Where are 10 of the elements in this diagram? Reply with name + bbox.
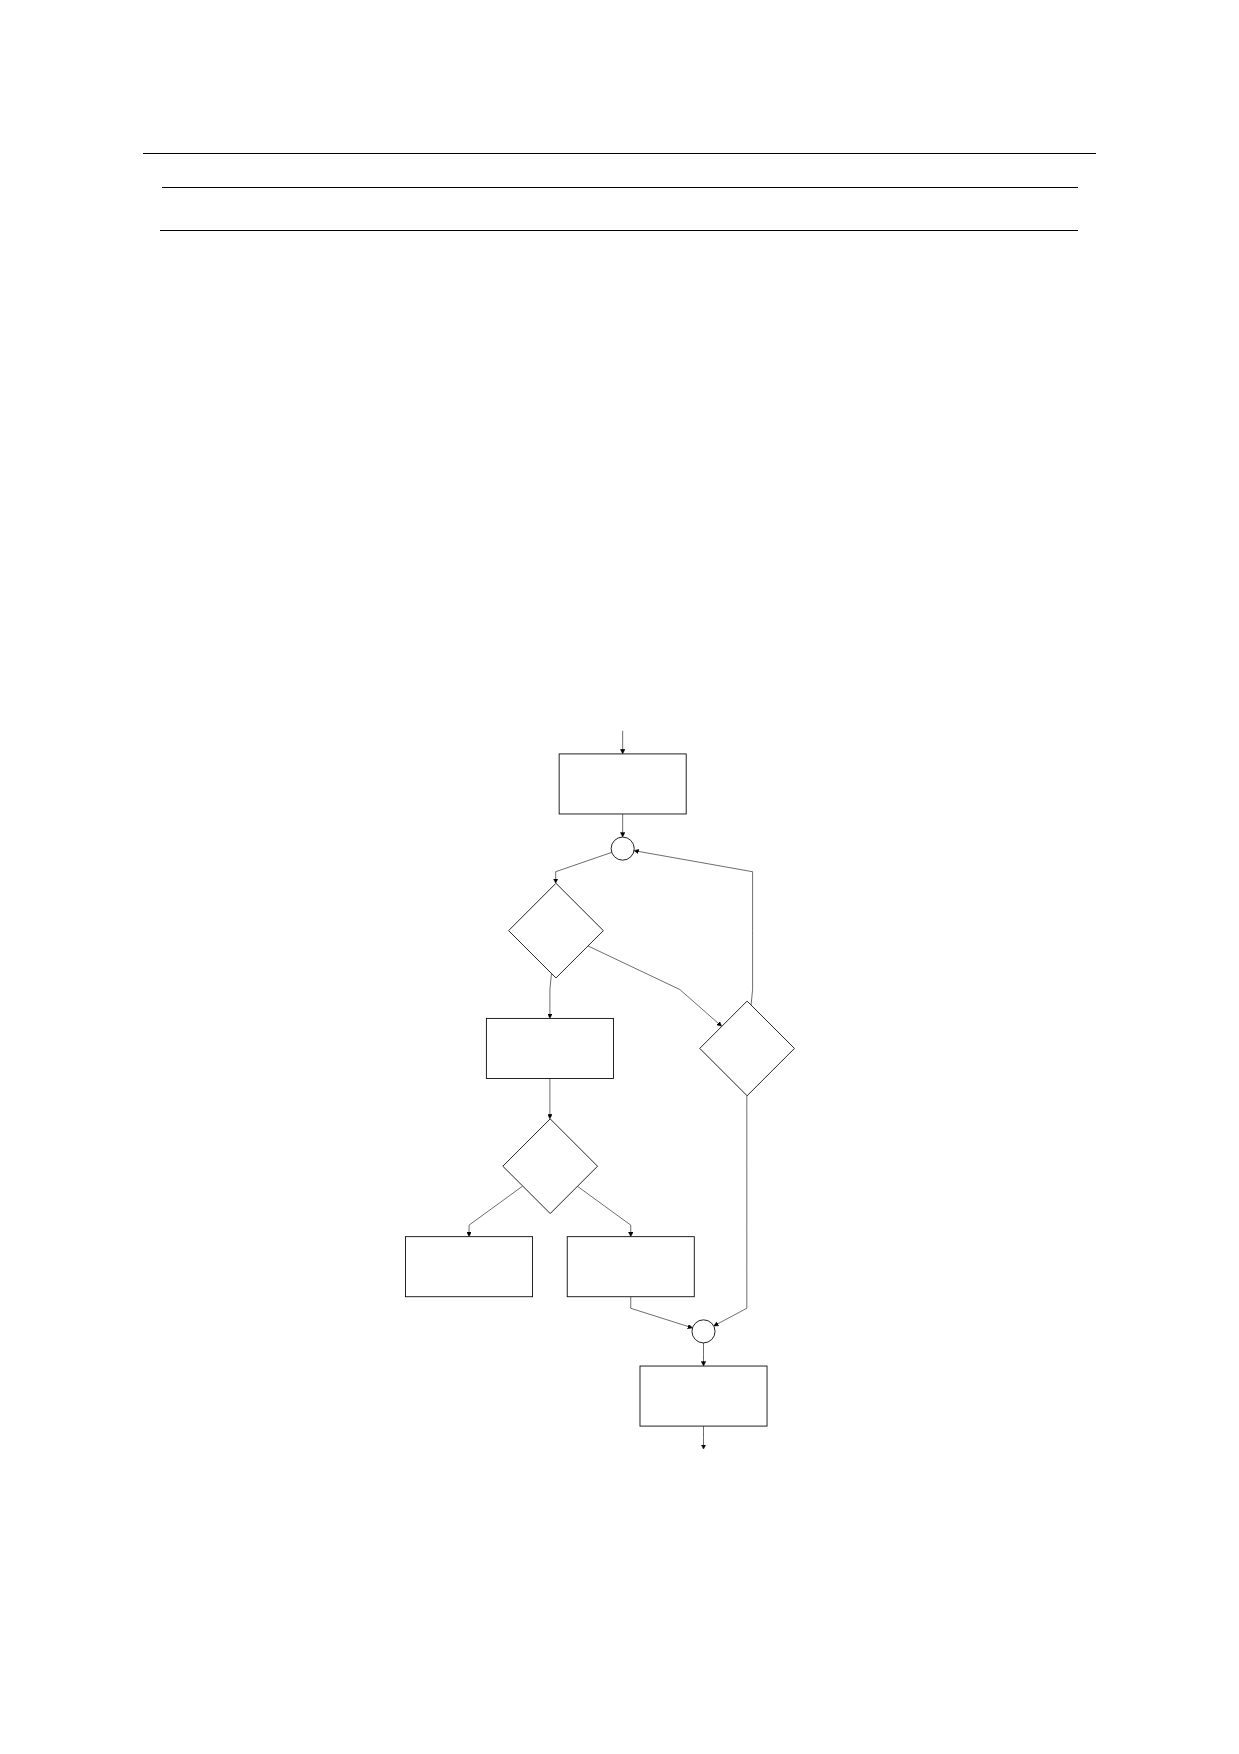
node-diamond [699, 1000, 795, 1097]
node-box [485, 1017, 614, 1079]
node-box [639, 1365, 768, 1427]
node-diamond [508, 882, 604, 979]
node-box [558, 753, 687, 815]
node-box [566, 1236, 695, 1298]
node-circle [691, 1319, 716, 1344]
node-box [405, 1236, 533, 1298]
node-diamond [502, 1118, 598, 1214]
node-circle [610, 836, 635, 861]
